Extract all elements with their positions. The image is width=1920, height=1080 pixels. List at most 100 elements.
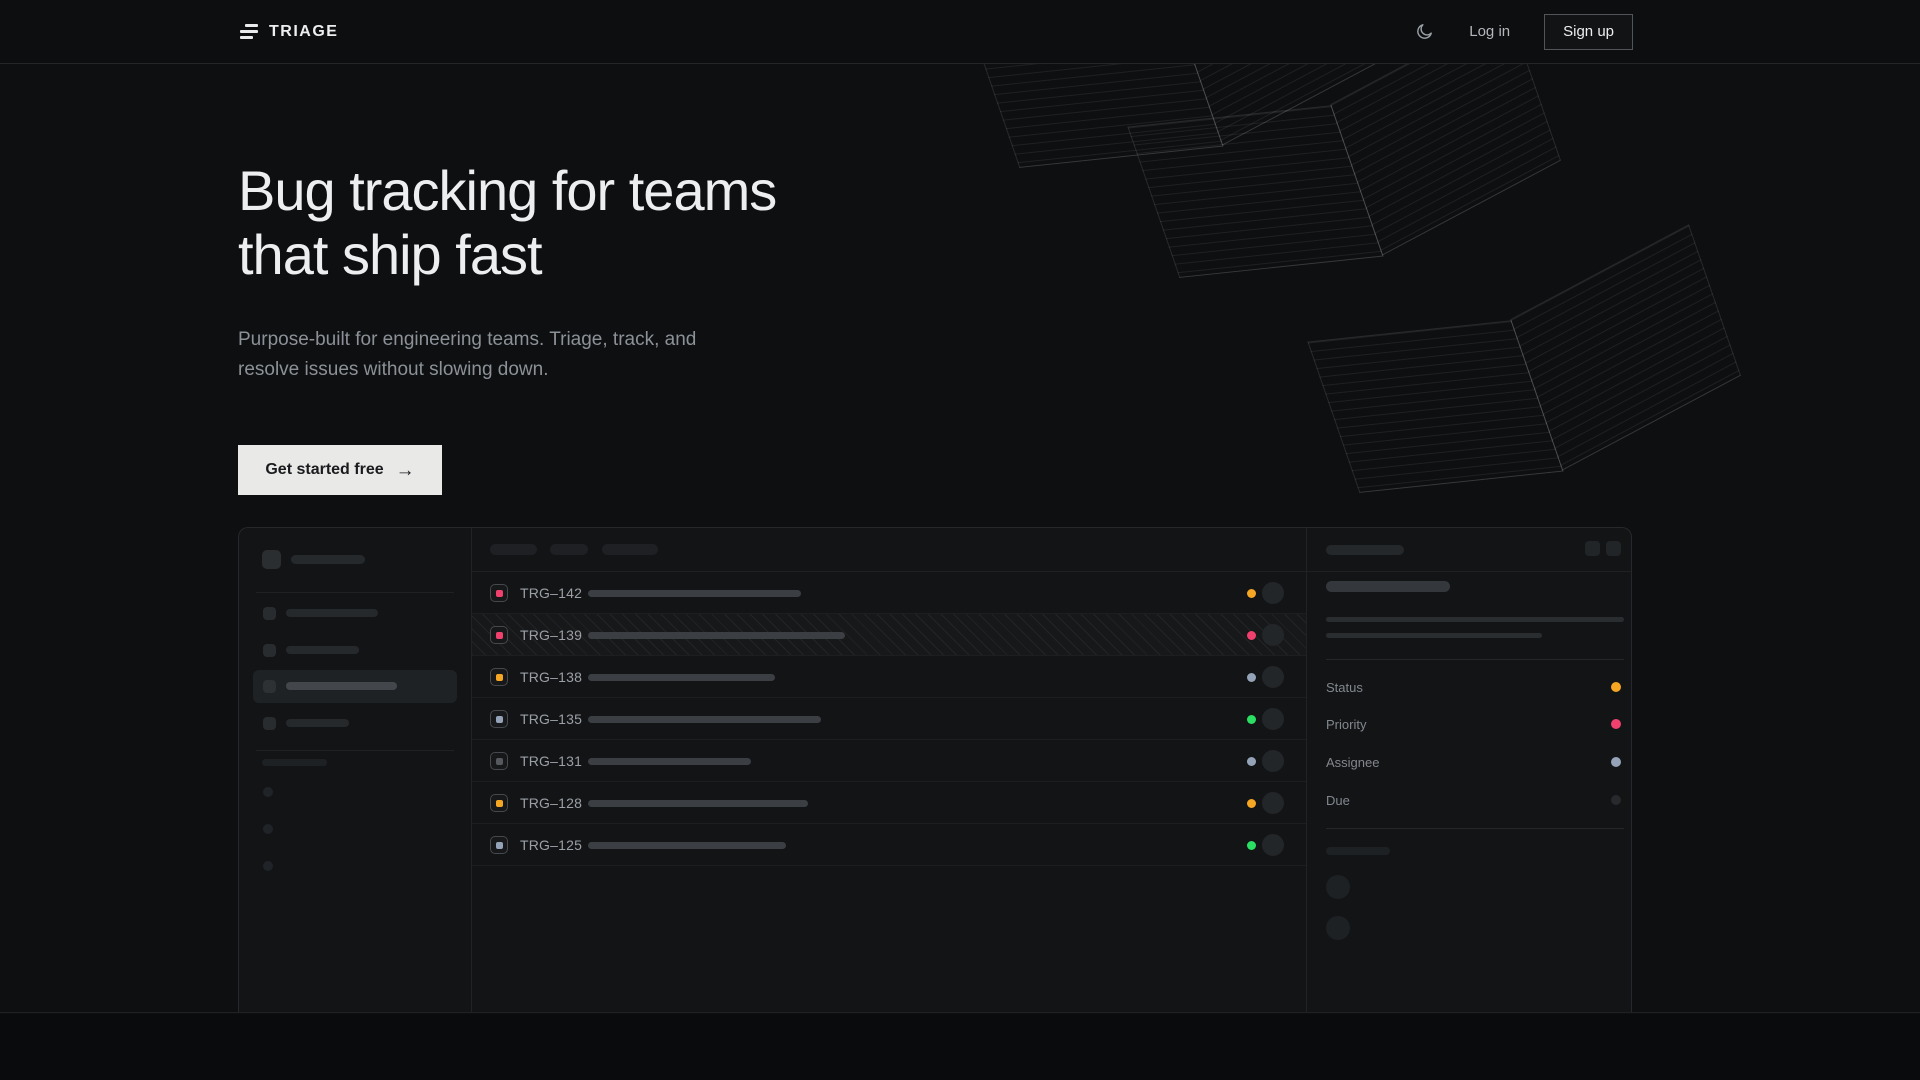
workspace-avatar [262,550,281,569]
skeleton-bar [588,842,786,849]
assignee-avatar [1262,582,1284,604]
skeleton-line [1326,617,1624,622]
wireframe-shape [967,64,1405,190]
tab-placeholder [602,544,658,555]
status-dot [1247,757,1256,766]
status-dot [1247,673,1256,682]
divider [1326,828,1624,829]
issue-type-icon [490,836,508,854]
skeleton-bar [262,759,327,766]
divider [1326,659,1624,660]
property-row-priority: Priority [1326,716,1624,736]
issue-type-icon [490,794,508,812]
assignee-avatar [1262,666,1284,688]
hero-subtext: Purpose-built for engineering teams. Tri… [238,329,697,380]
hero-heading-line2: that ship fast [238,223,543,286]
divider [256,592,454,593]
issue-row-selected: TRG–139 [472,614,1306,656]
issue-type-icon [490,710,508,728]
skeleton-line [1326,633,1542,638]
panel-action-placeholder [1606,541,1621,556]
top-nav: TRIAGE Log in Sign up [0,0,1920,64]
detail-panel-header [1307,528,1631,572]
skeleton-bar [286,646,359,654]
sidebar-dot [263,787,273,797]
property-dot [1611,795,1621,805]
issue-row: TRG–125 [472,824,1306,866]
sidebar-item [253,597,457,630]
property-dot [1611,719,1621,729]
skeleton-bar [286,719,349,727]
issue-row: TRG–131 [472,740,1306,782]
assignee-avatar [1262,750,1284,772]
hero-copy: Bug tracking for teams that ship fast Pu… [238,159,777,495]
mockup-divider [471,528,472,1012]
issue-type-icon [490,668,508,686]
sidebar-dot [263,824,273,834]
theme-toggle[interactable] [1413,21,1435,43]
property-label: Assignee [1326,755,1380,770]
assignee-avatar [1262,792,1284,814]
issue-id: TRG–142 [520,585,583,601]
status-dot [1247,589,1256,598]
hero-heading: Bug tracking for teams that ship fast [238,159,777,287]
wireframe-shape [1127,64,1565,300]
issue-type-icon [490,584,508,602]
mockup-divider [1306,528,1307,1012]
property-dot [1611,682,1621,692]
skeleton-bar [1326,581,1450,592]
property-row-status: Status [1326,679,1624,699]
issue-id: TRG–128 [520,795,583,811]
sidebar-item-active [253,670,457,703]
mockup-sidebar [239,528,471,1012]
login-link[interactable]: Log in [1469,23,1511,40]
issue-row: TRG–138 [472,656,1306,698]
issue-list-header [472,528,1306,572]
issue-type-icon [490,626,508,644]
brand-name: TRIAGE [269,22,339,40]
skeleton-bar [1326,545,1404,555]
sidebar-item-icon [263,644,276,657]
hero-section: Bug tracking for teams that ship fast Pu… [0,64,1920,1013]
avatar-placeholder [1326,916,1350,940]
signup-button[interactable]: Sign up [1544,13,1633,50]
arrow-right-icon: → [395,459,415,481]
status-dot [1247,841,1256,850]
skeleton-bar [588,800,808,807]
issue-id: TRG–135 [520,711,583,727]
skeleton-bar [588,716,821,723]
status-dot [1247,631,1256,640]
app-mockup: TRG–142 TRG–139 TRG–138 [238,527,1632,1012]
triage-logo-icon [240,24,258,39]
skeleton-bar [588,674,775,681]
assignee-avatar [1262,708,1284,730]
issue-row: TRG–128 [472,782,1306,824]
get-started-button[interactable]: Get started free → [238,445,442,495]
skeleton-bar [588,590,801,597]
status-dot [1247,799,1256,808]
tab-placeholder [490,544,537,555]
sidebar-item-icon [263,680,276,693]
footer-band [0,1014,1920,1080]
issue-id: TRG–131 [520,753,583,769]
skeleton-bar [588,632,845,639]
detail-panel: Status Priority Assignee Due [1307,528,1631,1012]
property-row-due: Due [1326,792,1624,812]
issue-id: TRG–125 [520,837,583,853]
skeleton-bar [291,555,365,564]
nav-actions: Log in Sign up [1413,13,1633,50]
skeleton-bar [1326,847,1390,855]
hero-heading-line1: Bug tracking for teams [238,159,777,222]
brand[interactable]: TRIAGE [240,23,338,41]
issue-list: TRG–142 TRG–139 TRG–138 [472,528,1306,1012]
moon-icon [1416,24,1432,39]
property-dot [1611,757,1621,767]
get-started-label: Get started free [265,461,384,478]
property-row-assignee: Assignee [1326,754,1624,774]
issue-rows: TRG–142 TRG–139 TRG–138 [472,572,1306,866]
wireframe-shape [1307,224,1745,515]
status-dot [1247,715,1256,724]
property-label: Status [1326,680,1363,695]
sidebar-item [253,634,457,667]
